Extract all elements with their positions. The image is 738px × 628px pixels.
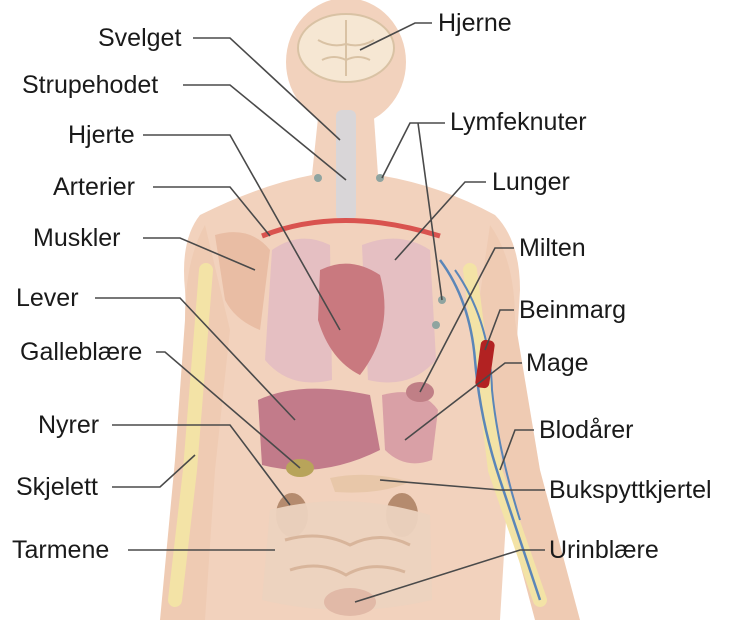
label-milten: Milten bbox=[519, 236, 586, 261]
label-beinmarg: Beinmarg bbox=[519, 298, 626, 323]
brain bbox=[298, 14, 394, 82]
label-hjerne: Hjerne bbox=[438, 11, 512, 36]
label-arterier: Arterier bbox=[53, 175, 135, 200]
label-bukspyttkjertel: Bukspyttkjertel bbox=[549, 478, 712, 503]
label-muskler: Muskler bbox=[33, 226, 121, 251]
lymph-node bbox=[314, 174, 322, 182]
bladder bbox=[324, 588, 376, 616]
label-urinblaere: Urinblære bbox=[549, 538, 659, 563]
label-blodarer: Blodårer bbox=[539, 418, 634, 443]
label-lymfeknuter: Lymfeknuter bbox=[450, 110, 587, 135]
label-strupehodet: Strupehodet bbox=[22, 73, 158, 98]
trachea bbox=[336, 110, 356, 220]
label-nyrer: Nyrer bbox=[38, 413, 99, 438]
label-lever: Lever bbox=[16, 286, 79, 311]
lymph-node bbox=[432, 321, 440, 329]
label-galleblaere: Galleblære bbox=[20, 340, 142, 365]
label-mage: Mage bbox=[526, 351, 589, 376]
label-tarmene: Tarmene bbox=[12, 538, 109, 563]
stomach bbox=[382, 392, 438, 463]
label-lunger: Lunger bbox=[492, 170, 570, 195]
label-svelget: Svelget bbox=[98, 26, 181, 51]
label-skjelett: Skjelett bbox=[16, 475, 98, 500]
label-hjerte: Hjerte bbox=[68, 123, 135, 148]
